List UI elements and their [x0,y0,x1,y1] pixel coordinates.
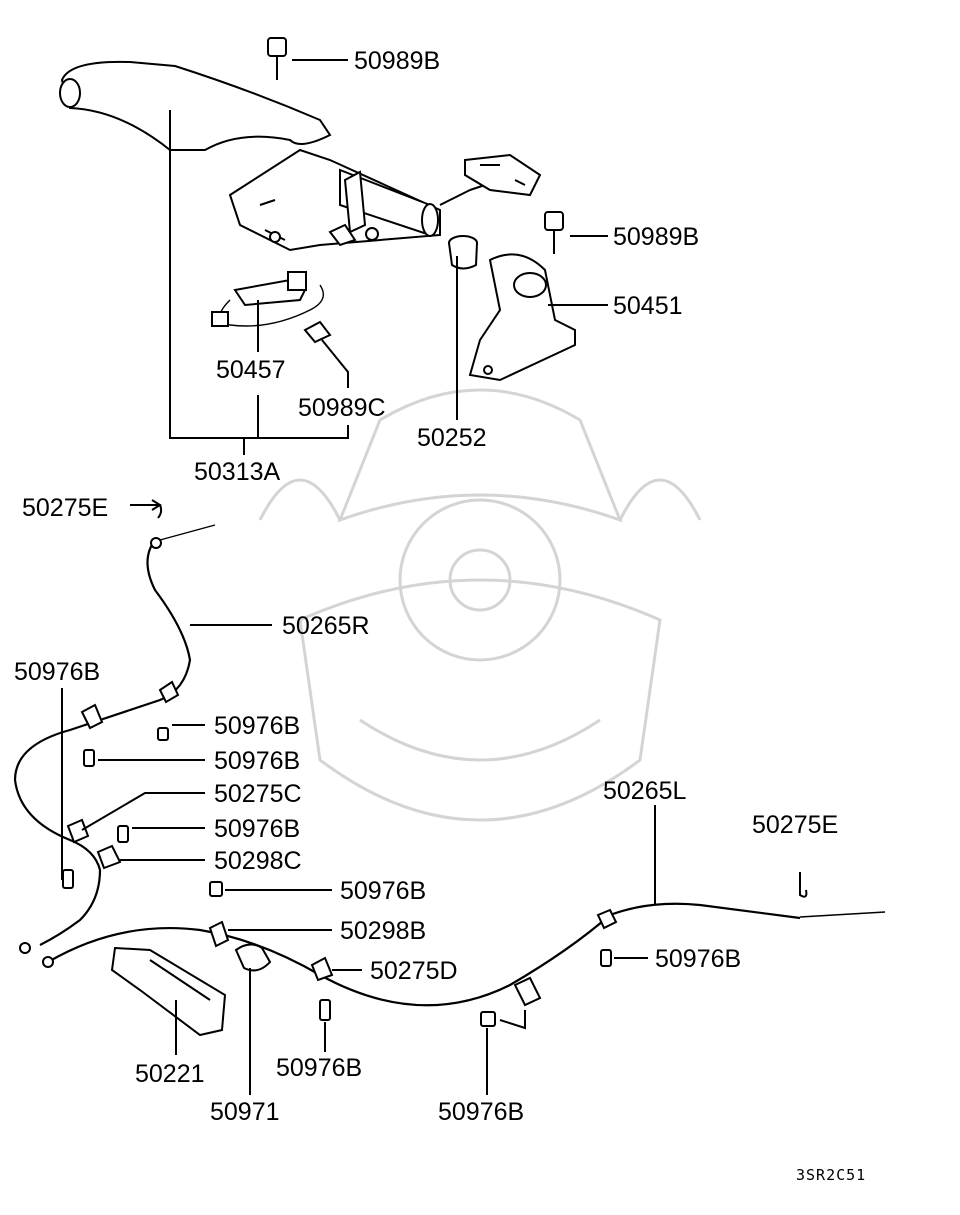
left-cable-drawing [42,872,886,1037]
label-bolt-g: 50976B [438,1098,524,1126]
lower-leaders [61,624,656,1095]
label-clip-left-end: 50275E [752,811,838,839]
part-labels: 50989B 50989B 50451 50457 50989C 50252 5… [14,47,866,1184]
label-bracket-bolt: 50989B [613,223,699,251]
lever-assembly-drawing [59,37,576,382]
label-clip-c: 50275C [214,780,302,808]
label-bushing: 50252 [417,424,487,452]
label-bolt-e: 50976B [655,945,741,973]
label-bolt-f: 50976B [276,1054,362,1082]
upper-leaders [169,59,608,455]
diagram-code: 3SR2C51 [796,1166,866,1184]
label-lever-bolt-top: 50989B [354,47,440,75]
label-clip-right-top: 50275E [22,494,108,522]
label-bracket: 50451 [613,292,683,320]
label-bolt-a: 50976B [214,712,300,740]
label-heat-shield: 50221 [135,1060,205,1088]
label-grommet: 50971 [210,1098,280,1126]
label-clip-d: 50275D [370,957,458,985]
right-cable-drawing [13,499,216,954]
label-switch-bolt: 50989C [298,394,386,422]
label-bolt-c: 50976B [214,815,300,843]
label-switch: 50457 [216,356,286,384]
label-lever-assy: 50313A [194,458,281,486]
label-clamp-c: 50298C [214,847,302,875]
label-cable-right: 50265R [282,612,370,640]
label-bolt-b: 50976B [214,747,300,775]
label-cable-left: 50265L [603,777,687,805]
label-bolt-left: 50976B [14,658,100,686]
label-bolt-d: 50976B [340,877,426,905]
label-clamp-b: 50298B [340,917,426,945]
bolt-icons [62,727,612,1027]
watermark-emblem [258,388,702,822]
